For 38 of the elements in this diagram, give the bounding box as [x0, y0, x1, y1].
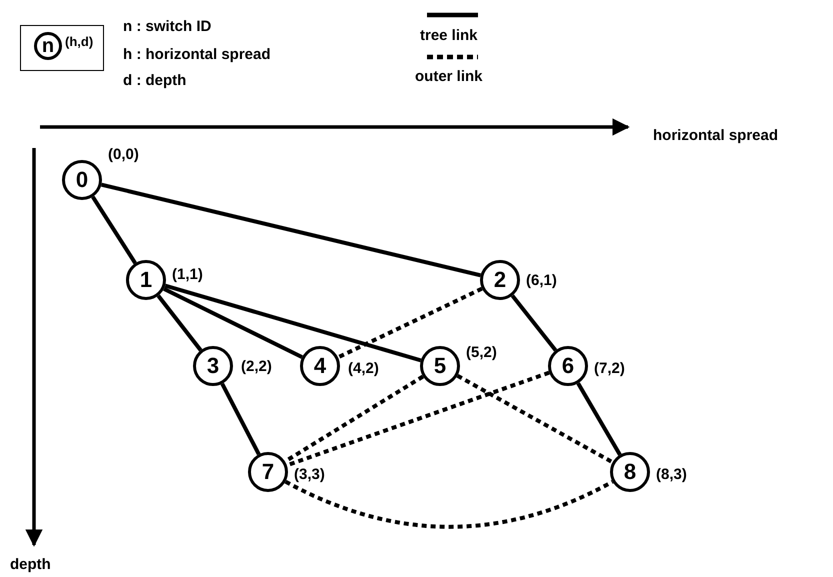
- tree-link-line: [100, 182, 482, 278]
- switch-circle: n: [34, 32, 62, 60]
- coordinate-label: (0,0): [108, 146, 139, 163]
- coordinate-label: (4,2): [348, 360, 379, 377]
- legend-label: outer link: [415, 68, 483, 85]
- tree-link-line: [163, 287, 303, 359]
- outer-link-line: [284, 480, 614, 529]
- switch-circle: 8: [610, 452, 650, 492]
- switch-circle: 7: [248, 452, 288, 492]
- switch-circle: 2: [480, 260, 520, 300]
- tree-link-line: [220, 382, 261, 456]
- tree-link-line: [510, 294, 558, 352]
- switch-circle: 0: [62, 160, 102, 200]
- coordinate-label: (8,3): [656, 466, 687, 483]
- legend-note: n : switch ID: [123, 18, 212, 35]
- switch-circle: 6: [548, 346, 588, 386]
- switch-circle: 1: [126, 260, 166, 300]
- outer-link-line: [456, 374, 614, 464]
- coordinate-label: (7,2): [594, 360, 625, 377]
- axis-label: depth: [10, 556, 51, 573]
- coordinate-label: (3,3): [294, 466, 325, 483]
- coordinate-label: (1,1): [172, 266, 203, 283]
- tree-link-line: [156, 294, 202, 352]
- tree-link-line: [576, 382, 622, 456]
- coordinate-label: (6,1): [526, 272, 557, 289]
- legend-note: d : depth: [123, 72, 186, 89]
- switch-circle: 5: [420, 346, 460, 386]
- switch-circle: 3: [193, 346, 233, 386]
- legend-label: tree link: [420, 27, 478, 44]
- outer-link-line: [337, 286, 483, 360]
- tree-link-line: [164, 284, 422, 362]
- coordinate-label: (h,d): [65, 34, 94, 49]
- switch-circle: 4: [300, 346, 340, 386]
- tree-link-line: [91, 196, 137, 264]
- axis-label: horizontal spread: [653, 127, 778, 144]
- legend-note: h : horizontal spread: [123, 46, 271, 63]
- coordinate-label: (5,2): [466, 344, 497, 361]
- coordinate-label: (2,2): [241, 358, 272, 375]
